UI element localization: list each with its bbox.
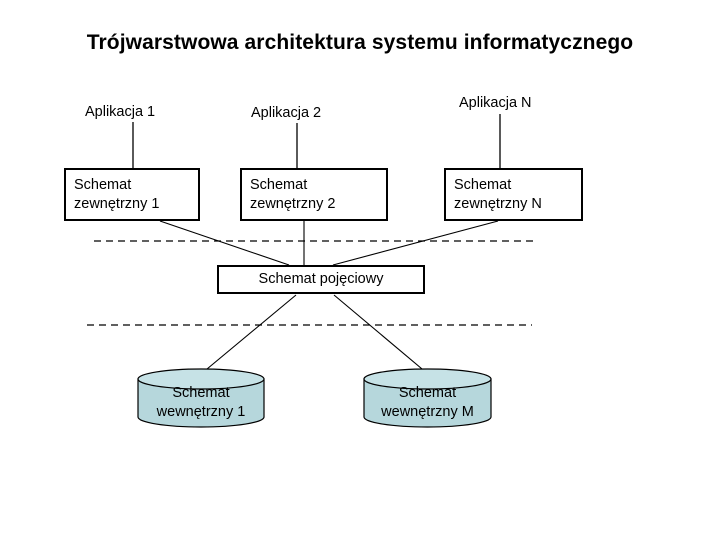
connector-conceptual-to-internal1 [200,294,297,375]
external-schema-box-n: Schemat zewnętrzny N [444,168,583,221]
connector-extn-to-conceptual [332,220,499,266]
cylinder-shape-icon [137,368,265,428]
conceptual-schema-box: Schemat pojęciowy [217,265,425,294]
external-schema-box-1: Schemat zewnętrzny 1 [64,168,200,221]
internal-schema-label-1: Schemat wewnętrzny 1 [156,385,246,420]
application-label-2: Aplikacja 2 [251,105,322,121]
connector-conceptual-to-internal2 [333,294,429,375]
internal-schema-cylinder-2: Schemat wewnętrzny M [363,368,492,428]
connector-ext1-to-conceptual [159,220,290,266]
cylinder-shape-icon [363,368,492,428]
page-title: Trójwarstwowa architektura systemu infor… [86,31,634,54]
application-label-n: Aplikacja N [459,95,532,111]
internal-schema-cylinder-1: Schemat wewnętrzny 1 [137,368,265,428]
external-schema-box-2: Schemat zewnętrzny 2 [240,168,388,221]
internal-schema-label-2: Schemat wewnętrzny M [381,385,474,420]
application-label-1: Aplikacja 1 [85,104,156,120]
